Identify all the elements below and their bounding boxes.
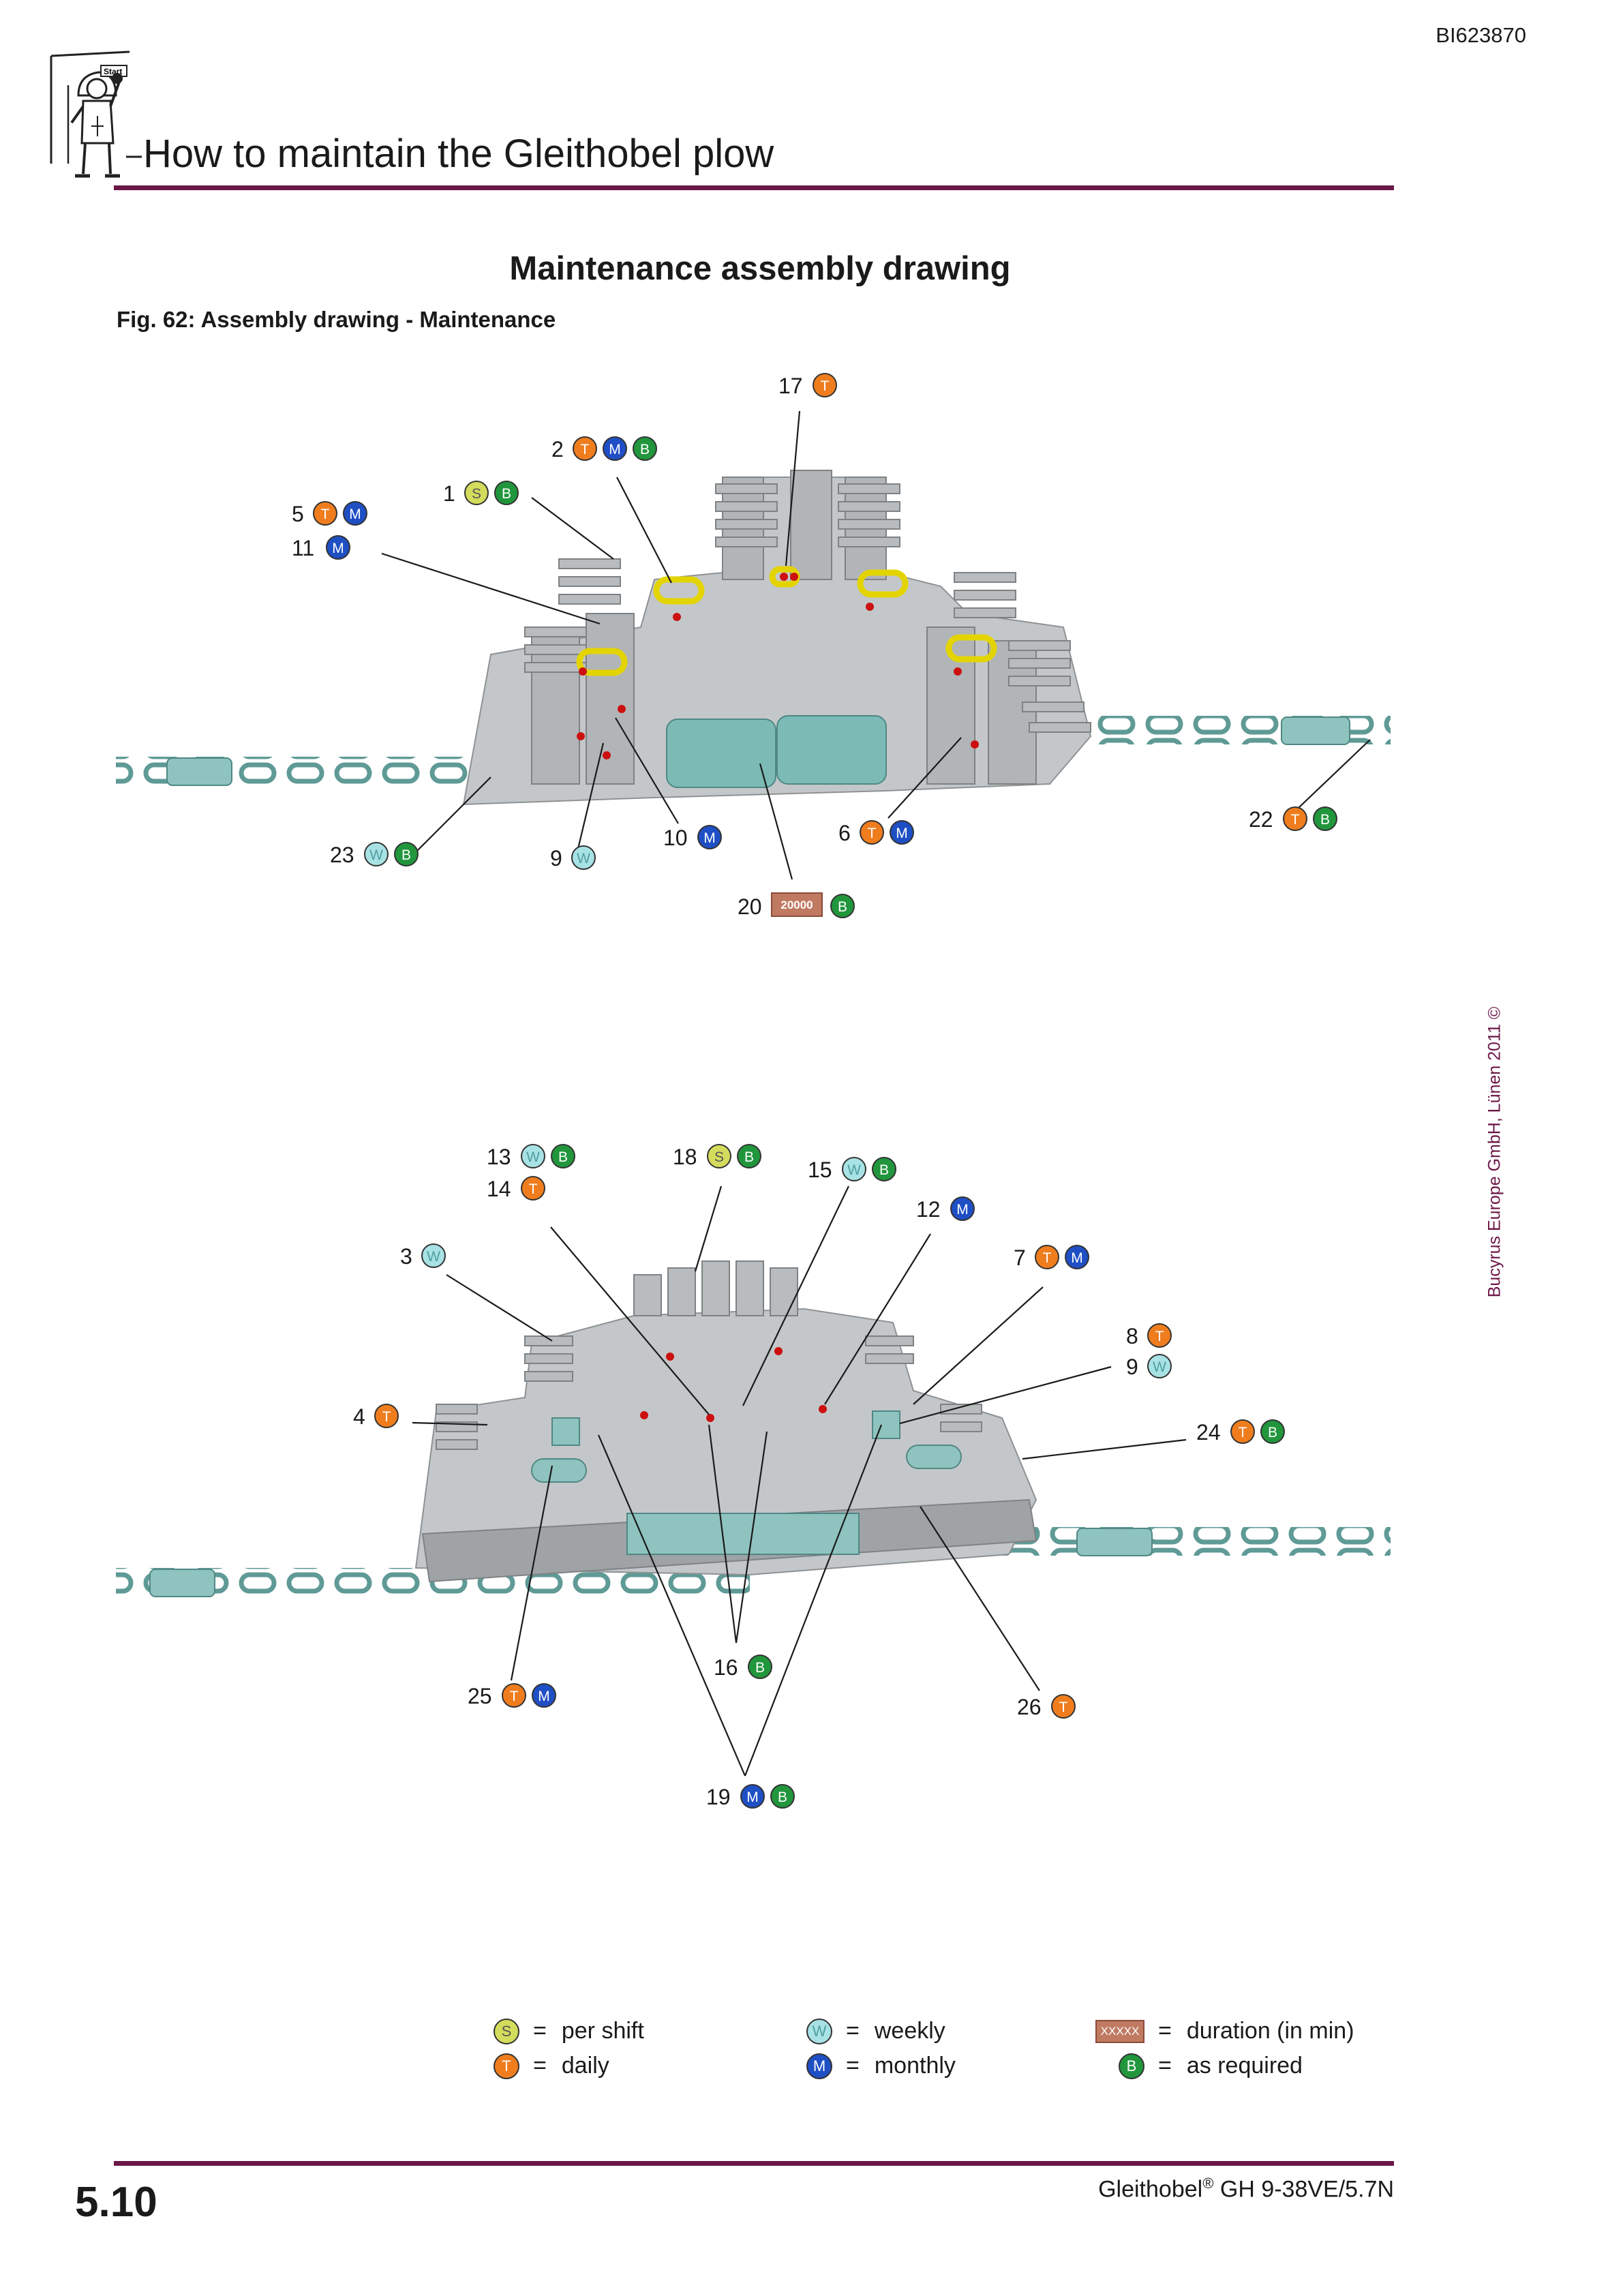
leader-lines <box>381 410 1371 1777</box>
legend-equals: = <box>1158 2018 1172 2044</box>
legend-item-duration: XXXXX = duration (in min) <box>1095 2018 1354 2044</box>
page-number: 5.10 <box>75 2179 157 2226</box>
plow-bottom-view <box>116 1260 1391 1597</box>
legend-equals: = <box>1158 2053 1172 2079</box>
legend-label: per shift <box>561 2018 644 2044</box>
legend-equals: = <box>533 2053 547 2079</box>
footer-rule <box>114 2161 1394 2166</box>
product-model: GH 9-38VE/5.7N <box>1219 2176 1394 2203</box>
legend-item-per-shift: S = per shift <box>494 2018 644 2044</box>
legend-badge-t-icon: T <box>494 2053 519 2079</box>
legend-label: weekly <box>874 2018 945 2044</box>
legend-badge-b-icon: B <box>1119 2053 1144 2079</box>
page-title: How to maintain the Gleithobel plow <box>143 132 774 176</box>
header-rule <box>114 185 1394 190</box>
legend-equals: = <box>533 2018 547 2044</box>
legend-label: monthly <box>874 2053 956 2079</box>
legend-duration-icon: XXXXX <box>1095 2019 1144 2043</box>
product-mark: ® <box>1202 2175 1214 2192</box>
legend-badge-w-icon: W <box>806 2018 832 2044</box>
legend-badge-s-icon: S <box>494 2018 519 2044</box>
legend-label: daily <box>561 2053 609 2079</box>
worker-start-pictogram: Start <box>50 50 142 178</box>
document-id: BI623870 <box>1436 23 1526 47</box>
legend-item-daily: T = daily <box>494 2053 609 2079</box>
plow-top-view <box>116 470 1391 806</box>
product-name: Gleithobel® GH 9-38VE/5.7N <box>1098 2175 1394 2203</box>
legend-item-weekly: W = weekly <box>806 2018 945 2044</box>
legend-badge-m-icon: M <box>806 2053 832 2079</box>
copyright-notice: Bucyrus Europe GmbH, Lünen 2011 © <box>1481 995 1509 1309</box>
assembly-drawing <box>116 410 1391 1777</box>
legend-item-as-required: B = as required <box>1119 2053 1303 2079</box>
legend-equals: = <box>846 2053 860 2079</box>
figure-caption: Fig. 62: Assembly drawing - Maintenance <box>117 307 556 332</box>
plow-cylinder <box>666 719 776 788</box>
legend-item-monthly: M = monthly <box>806 2053 956 2079</box>
legend-label: duration (in min) <box>1186 2018 1354 2044</box>
legend-label: as required <box>1186 2053 1303 2079</box>
section-heading: Maintenance assembly drawing <box>509 250 1011 287</box>
legend-equals: = <box>846 2018 860 2044</box>
product-brand: Gleithobel <box>1098 2176 1203 2203</box>
copyright-text: Bucyrus Europe GmbH, Lünen 2011 © <box>1485 1006 1504 1298</box>
